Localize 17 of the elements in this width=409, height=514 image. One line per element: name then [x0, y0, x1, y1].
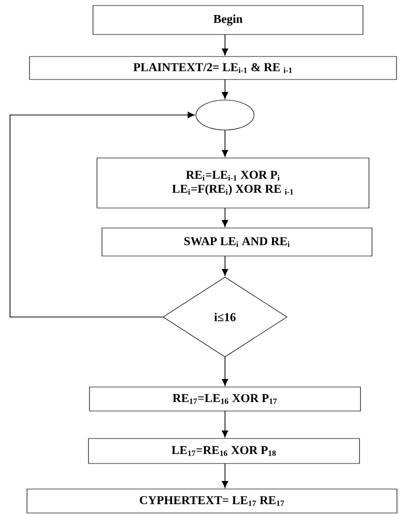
connector-circle — [196, 100, 254, 130]
arrow — [222, 410, 228, 438]
process-box: RE$_{i}$=LE$_{i-1}$ XOR P$_{i}$ LE$_{i}$=F(RE$_{i}$) XOR RE $_{i-1}$ — [96, 158, 370, 208]
process-box: LE$_{17}$=RE$_{16}$ XOR P$_{18}$ — [88, 438, 360, 464]
process-box: CYPHERTEXT= LE$_{17}$ RE$_{17}$ — [26, 488, 398, 514]
process-box: SWAP LE$_{i}$ AND RE$_{i}$ — [102, 228, 372, 256]
arrow — [222, 79, 228, 99]
process-box: RE$_{17}$=LE$_{16}$ XOR P$_{17}$ — [89, 386, 361, 412]
arrow — [222, 256, 228, 276]
arrow — [222, 208, 228, 227]
arrow — [222, 130, 228, 157]
arrow — [222, 34, 228, 56]
arrow — [222, 356, 228, 386]
process-box: PLAINTEXT/2= LE$_{i-1}$ & RE $_{i-1}$ — [29, 56, 397, 80]
arrow — [10, 112, 195, 318]
arrow — [222, 463, 228, 488]
process-box: Begin — [92, 5, 364, 35]
